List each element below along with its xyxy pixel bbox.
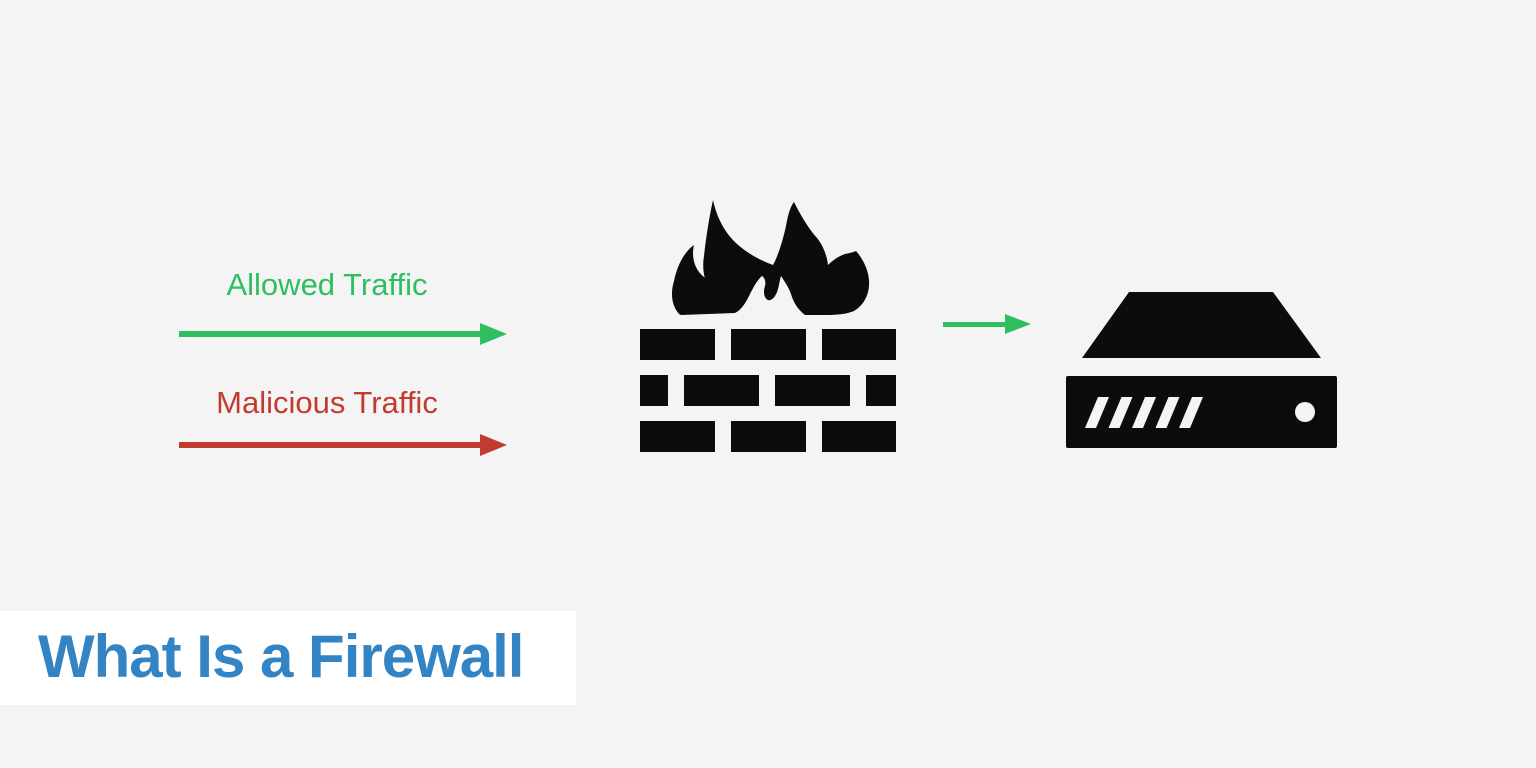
page-title: What Is a Firewall [38, 623, 524, 690]
flames-icon [671, 200, 870, 315]
firewall-to-server-arrow [943, 314, 1031, 334]
connector-arrow-shaft [943, 322, 1005, 327]
server-body [1066, 376, 1337, 448]
firewall-icon [640, 200, 896, 452]
allowed-arrow-shaft [179, 331, 480, 337]
allowed-traffic-label: Allowed Traffic [226, 267, 428, 302]
malicious-traffic-label: Malicious Traffic [216, 385, 438, 420]
allowed-arrow-head [480, 323, 507, 345]
server-power-light-icon [1295, 402, 1315, 422]
connector-arrow-head [1005, 314, 1031, 334]
malicious-arrow-head [480, 434, 507, 456]
server-lid [1082, 292, 1321, 358]
server-icon [1066, 292, 1337, 448]
allowed-traffic-arrow [179, 323, 507, 345]
brick-wall-icon [640, 329, 896, 452]
malicious-traffic-arrow [179, 434, 507, 456]
server-vents-icon [1085, 397, 1203, 428]
title-panel: What Is a Firewall [0, 611, 576, 705]
malicious-arrow-shaft [179, 442, 480, 448]
